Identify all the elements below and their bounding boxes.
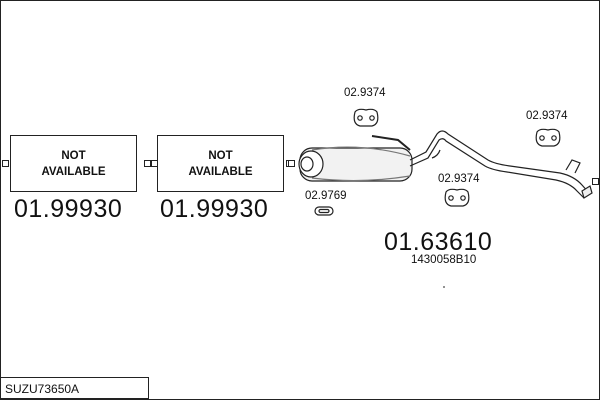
tail-outlet-connector-icon bbox=[592, 178, 599, 185]
front-section-part-number: 01.99930 bbox=[14, 195, 123, 223]
rear-section-oem-number: 1430058B10 bbox=[411, 254, 477, 266]
front-inlet-connector-icon bbox=[2, 160, 9, 167]
gasket-label: 02.9769 bbox=[305, 190, 347, 202]
hanger-label: 02.9374 bbox=[438, 173, 480, 185]
rear-section-part-number: 01.63610 bbox=[384, 228, 493, 256]
vehicle-reference-box: SUZU73650A bbox=[0, 377, 149, 399]
rubber-hanger-icon bbox=[535, 128, 561, 147]
front-outlet-connector-icon bbox=[144, 160, 151, 167]
rear-inlet-connector-icon bbox=[288, 160, 295, 167]
front-section-not-available-box: NOT AVAILABLE bbox=[10, 135, 137, 192]
muffler-icon bbox=[298, 146, 413, 182]
hanger-label: 02.9374 bbox=[526, 110, 568, 122]
dot-mark bbox=[443, 286, 445, 288]
gasket-ring-icon bbox=[314, 206, 334, 216]
middle-section-part-number: 01.99930 bbox=[160, 195, 269, 223]
hanger-label: 02.9374 bbox=[344, 87, 386, 99]
rubber-hanger-icon bbox=[444, 188, 470, 207]
rubber-hanger-icon bbox=[353, 108, 379, 127]
tail-pipe-icon bbox=[371, 130, 593, 199]
middle-section-not-available-box: NOT AVAILABLE bbox=[157, 135, 284, 192]
